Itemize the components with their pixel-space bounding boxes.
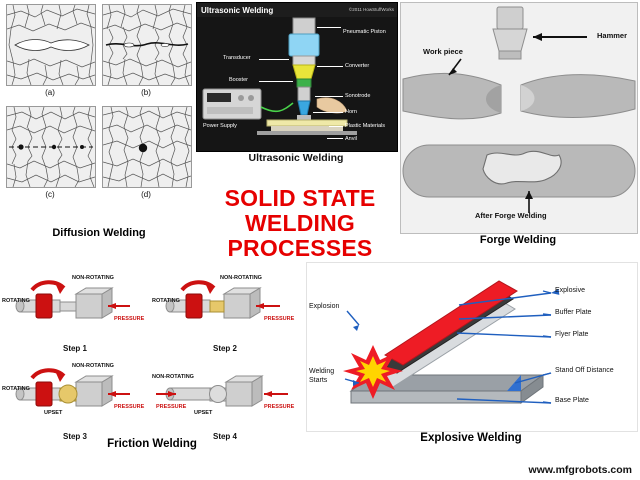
friction-step-3-label-pressure: PRESSURE <box>114 404 145 410</box>
forge-welding-panel: Hammer Work piece After Forge Welding Fo… <box>400 2 638 252</box>
friction-step-4-image: NON-ROTATING UPSET PRESSURE PRESSURE <box>152 360 298 430</box>
explosive-callout-explosive: Explosive <box>555 287 585 294</box>
ultrasonic-callout-sonotrode: Sonotrode <box>345 93 371 99</box>
diffusion-stage-b-image <box>102 4 192 86</box>
friction-step-2-image: ROTATING NON-ROTATING PRESSURE <box>152 272 298 342</box>
poster-main-title: SOLID STATE WELDING PROCESSES <box>196 186 404 261</box>
ultrasonic-callout-booster: Booster <box>229 77 248 83</box>
friction-step-1-label-non-rotating: NON-ROTATING <box>72 275 114 281</box>
friction-step-4-label-upset: UPSET <box>194 410 213 416</box>
friction-step-2-label-pressure: PRESSURE <box>264 316 295 322</box>
title-line-1: SOLID STATE <box>224 185 376 211</box>
friction-step-3-image: ROTATING NON-ROTATING UPSET PRESSURE <box>2 360 148 430</box>
diffusion-caption-c: (c) <box>45 190 55 199</box>
friction-step-2-label-non-rotating: NON-ROTATING <box>220 275 262 281</box>
friction-step-4-label-pressure-right: PRESSURE <box>264 404 295 410</box>
ultrasonic-callout-pneumatic-piston: Pneumatic Piston <box>343 29 386 35</box>
diffusion-stage-d-image <box>102 106 192 188</box>
ultrasonic-callout-converter: Converter <box>345 63 370 69</box>
friction-step-3-label-non-rotating: NON-ROTATING <box>72 363 114 369</box>
diffusion-stage-c-image <box>6 106 96 188</box>
ultrasonic-callout-horn: Horn <box>345 109 357 115</box>
friction-welding-panel: ROTATING NON-ROTATING PRESSURE Step 1 RO… <box>2 262 302 462</box>
explosive-callout-buffer-plate: Buffer Plate <box>555 309 592 316</box>
friction-welding-title: Friction Welding <box>107 438 197 450</box>
explosive-welding-panel: Explosive Buffer Plate Flyer Plate Stand… <box>306 262 638 462</box>
friction-step-2-caption: Step 2 <box>212 344 237 353</box>
explosive-callout-stand-off-distance: Stand Off Distance <box>555 367 614 374</box>
diffusion-welding-title: Diffusion Welding <box>52 227 146 239</box>
friction-step-3-label-rotating: ROTATING <box>2 386 30 392</box>
friction-step-2-label-rotating: ROTATING <box>152 298 180 304</box>
ultrasonic-welding-title: Ultrasonic Welding <box>248 152 344 164</box>
diffusion-stage-a-image <box>6 4 96 86</box>
friction-step-4-label-non-rotating: NON-ROTATING <box>152 374 194 380</box>
watermark: www.mfgrobots.com <box>528 464 632 476</box>
forge-callout-work-piece: Work piece <box>423 47 463 56</box>
friction-step-1-caption: Step 1 <box>62 344 87 353</box>
forge-welding-title: Forge Welding <box>479 234 557 246</box>
ultrasonic-callout-power-supply: Power Supply <box>203 123 237 129</box>
friction-step-1-label-pressure: PRESSURE <box>114 316 145 322</box>
ultrasonic-welding-panel: Ultrasonic Welding ©2011 HowStuffWorks T… <box>196 2 398 172</box>
explosive-welding-image: Explosive Buffer Plate Flyer Plate Stand… <box>306 262 638 432</box>
diffusion-caption-b: (b) <box>141 88 151 97</box>
friction-step-3-caption: Step 3 <box>62 432 87 441</box>
explosive-welding-title: Explosive Welding <box>420 432 522 444</box>
ultrasonic-callout-transducer: Transducer <box>223 55 251 61</box>
title-line-3: PROCESSES <box>227 235 373 261</box>
explosive-callout-explosion: Explosion <box>309 303 340 310</box>
forge-callout-after-forge-welding: After Forge Welding <box>475 211 547 220</box>
title-line-2: WELDING <box>245 210 355 236</box>
explosive-callout-welding-starts: Welding Starts <box>309 368 335 384</box>
diffusion-welding-panel: (a) <box>4 2 194 252</box>
friction-step-4-caption: Step 4 <box>212 432 237 441</box>
ultrasonic-callout-anvil: Anvil <box>345 136 357 142</box>
ultrasonic-copyright: ©2011 HowStuffWorks <box>348 7 394 12</box>
forge-callout-hammer: Hammer <box>597 31 628 40</box>
forge-welding-image: Hammer Work piece After Forge Welding <box>400 2 638 234</box>
friction-step-1-label-rotating: ROTATING <box>2 298 30 304</box>
diffusion-caption-a: (a) <box>45 88 55 97</box>
ultrasonic-callout-plastic-materials: Plastic Materials <box>345 123 386 129</box>
friction-step-4-label-pressure-left: PRESSURE <box>156 404 187 410</box>
friction-step-3-label-upset: UPSET <box>44 410 63 416</box>
explosive-callout-base-plate: Base Plate <box>555 397 589 404</box>
diffusion-caption-d: (d) <box>141 190 151 199</box>
ultrasonic-image-header: Ultrasonic Welding <box>201 6 274 15</box>
explosive-callout-flyer-plate: Flyer Plate <box>555 331 589 338</box>
ultrasonic-welding-image: Ultrasonic Welding ©2011 HowStuffWorks T… <box>196 2 398 152</box>
friction-step-1-image: ROTATING NON-ROTATING PRESSURE <box>2 272 148 342</box>
